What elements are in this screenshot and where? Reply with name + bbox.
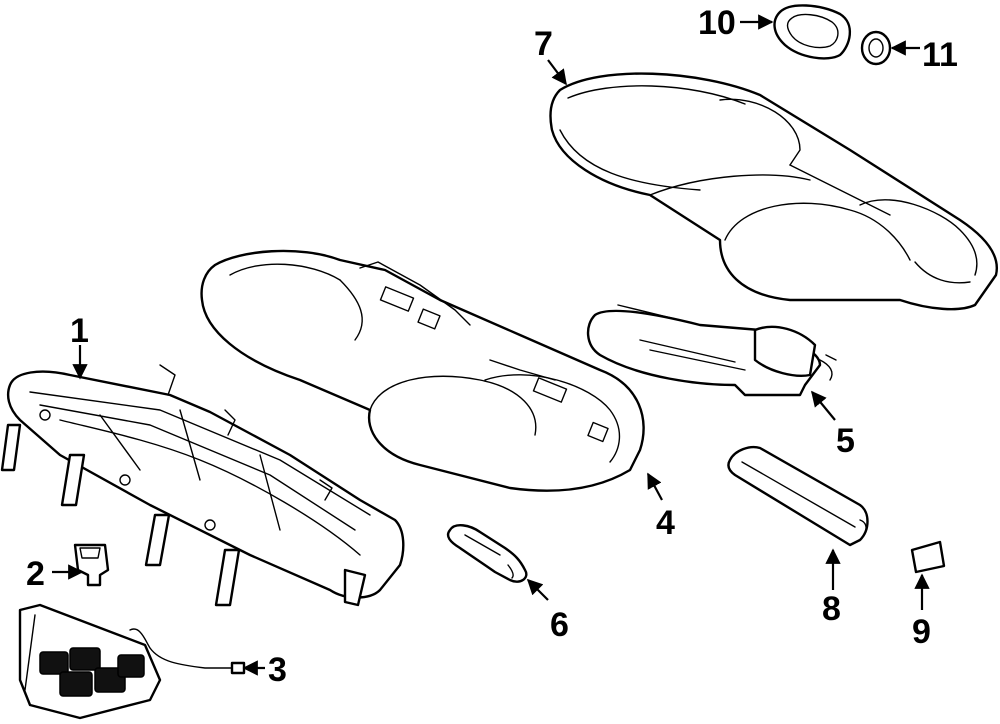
- callout-1: 1: [70, 312, 89, 350]
- cushion-side-bolster-part: [586, 304, 837, 397]
- callout-10: 10: [698, 4, 736, 42]
- seat-back-cushion-part: [549, 72, 999, 311]
- grommet-part: [860, 30, 892, 66]
- callout-3: 3: [268, 651, 287, 689]
- callout-8: 8: [822, 590, 841, 628]
- seat-cushion-part: [200, 249, 645, 492]
- leader-5: [811, 390, 836, 421]
- callout-6: 6: [550, 606, 569, 644]
- leader-6: [526, 578, 549, 601]
- callout-4: 4: [656, 504, 675, 542]
- callout-2: 2: [26, 555, 45, 593]
- callout-11: 11: [922, 36, 958, 74]
- cap-part: [910, 540, 946, 574]
- leader-7: [547, 59, 567, 86]
- callout-7: 7: [534, 25, 553, 63]
- bezel-part: [773, 4, 851, 60]
- sensor-mat-part: [18, 603, 246, 720]
- callout-9: 9: [912, 613, 931, 651]
- leader-4: [647, 472, 663, 501]
- wire-retainer-part: [446, 524, 528, 583]
- callout-numbers: 1 2 3 4 5 6 7 8 9 10 11: [26, 4, 958, 689]
- seat-frame-part: [0, 364, 405, 607]
- leader-lines: [52, 14, 930, 676]
- clip-part: [73, 543, 110, 587]
- panel-part: [727, 446, 869, 547]
- callout-5: 5: [836, 422, 855, 460]
